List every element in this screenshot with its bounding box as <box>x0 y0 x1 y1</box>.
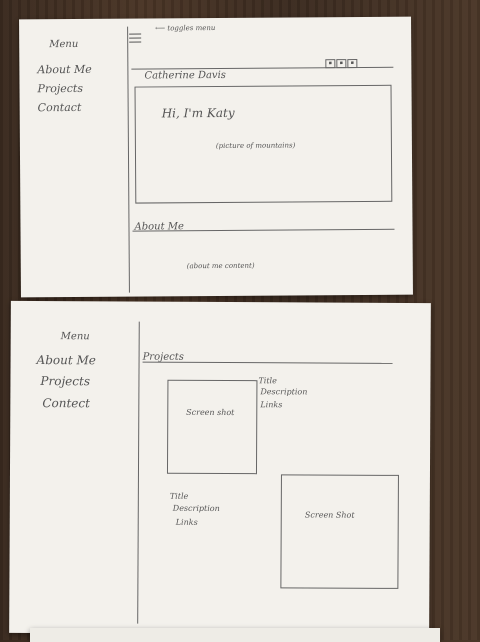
sidebar-item-projects[interactable]: Projects <box>37 81 84 96</box>
toggle-menu-note: toggles menu <box>167 24 216 33</box>
sidebar-item-about[interactable]: About Me <box>37 62 92 77</box>
sidebar-divider <box>127 26 130 293</box>
hero-greeting: Hi, I'm Katy <box>161 105 235 121</box>
wireframe-sheet-edge <box>30 628 440 642</box>
sidebar-item-about[interactable]: About Me <box>36 353 96 368</box>
project-screenshot-label: Screen Shot <box>304 510 355 520</box>
project-title: Title <box>169 491 189 501</box>
sidebar-item-projects[interactable]: Projects <box>40 374 91 389</box>
project-links[interactable]: Links <box>260 400 283 410</box>
about-content-note: (about me content) <box>186 261 255 271</box>
hero-image-note: (picture of mountains) <box>215 141 296 151</box>
header-underline <box>131 66 394 70</box>
arrow-icon: ⟵ <box>155 24 166 33</box>
sidebar-item-contact[interactable]: Contect <box>42 396 90 411</box>
project-description: Description <box>172 503 220 513</box>
project-links[interactable]: Links <box>175 517 198 527</box>
project-description: Description <box>260 387 308 397</box>
header-name: Catherine Davis <box>144 69 226 82</box>
project-screenshot-box <box>280 474 399 589</box>
wireframe-sheet-home: Menu About Me Projects Contact ⟵ toggles… <box>19 16 413 298</box>
hamburger-menu-icon[interactable] <box>129 33 142 44</box>
project-title: Title <box>258 376 277 386</box>
sidebar-title: Menu <box>49 38 79 51</box>
sidebar-divider <box>137 321 140 624</box>
project-screenshot-label: Screen shot <box>186 407 235 418</box>
wireframe-sheet-projects: Menu About Me Projects Contect Projects … <box>9 300 431 636</box>
sidebar-title: Menu <box>60 331 90 343</box>
sidebar-item-contact[interactable]: Contact <box>37 100 82 115</box>
project-screenshot-box <box>166 379 258 475</box>
projects-underline <box>142 361 393 364</box>
toggle-menu-annotation: ⟵ toggles menu <box>155 24 215 32</box>
